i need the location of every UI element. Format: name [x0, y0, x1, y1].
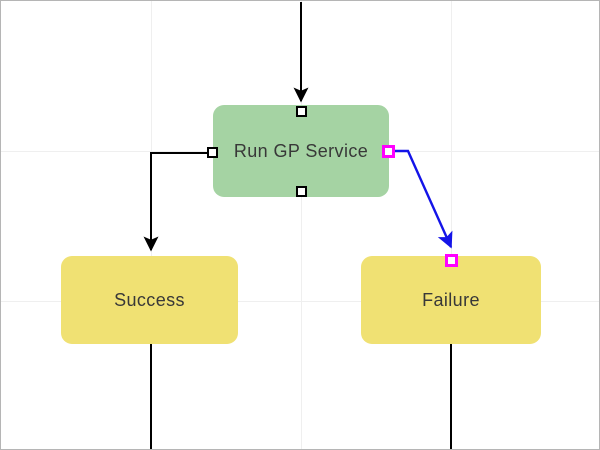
endpoint-run-gp-service-right-selected[interactable] [382, 145, 395, 158]
node-run-gp-service[interactable]: Run GP Service [213, 105, 389, 197]
endpoint-run-gp-service-top[interactable] [296, 106, 307, 117]
connector-gp-to-failure-selected[interactable] [388, 149, 453, 249]
node-failure[interactable]: Failure [361, 256, 541, 344]
node-run-gp-service-label: Run GP Service [233, 140, 369, 161]
grid-line-vertical [451, 1, 452, 449]
node-success-label: Success [114, 289, 185, 310]
grid-line-horizontal [1, 301, 599, 302]
endpoint-run-gp-service-bottom[interactable] [296, 186, 307, 197]
grid-line-vertical [301, 1, 302, 449]
node-success[interactable]: Success [61, 256, 238, 344]
endpoint-run-gp-service-left[interactable] [207, 147, 218, 158]
connector-gp-to-success[interactable] [143, 152, 213, 252]
node-failure-label: Failure [422, 289, 480, 310]
endpoint-failure-top-selected[interactable] [445, 254, 458, 267]
